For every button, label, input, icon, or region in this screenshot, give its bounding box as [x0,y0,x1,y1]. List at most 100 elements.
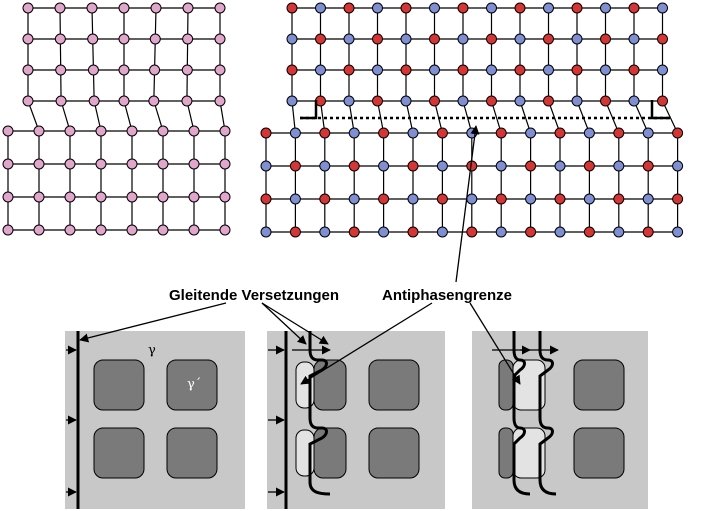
atom [672,193,684,205]
gamma-prime-label: γ´ [187,377,201,392]
atom [571,95,583,107]
atom [672,226,684,238]
atom [188,191,200,203]
atom [95,191,107,203]
atom [22,95,34,107]
atom [378,160,390,172]
atom [407,193,419,205]
atom [188,224,200,236]
atom [486,2,497,14]
atom [157,158,169,170]
atom [429,33,440,45]
atom [372,95,383,107]
atom [486,64,497,76]
atom [525,226,537,238]
atom [583,160,595,172]
atom [149,33,161,45]
label-pointers [79,125,521,385]
panel-3 [472,331,648,509]
atom [319,160,331,172]
atom [289,193,301,205]
atom [33,158,45,170]
atom [343,64,355,76]
atom [219,158,231,170]
atom [571,2,583,14]
atom [436,193,448,205]
apb-marker [300,100,670,120]
atom [554,160,566,172]
atom [657,95,668,107]
atom [600,64,611,76]
atom [188,125,200,137]
atom [22,64,34,76]
atom [343,95,355,107]
atom [642,193,654,205]
atom [429,2,440,14]
atom [571,33,583,45]
atom [181,64,193,76]
atom [157,125,169,137]
atom [571,64,583,76]
label-dislocations: Gleitende Versetzungen [169,287,339,304]
atom [348,226,360,238]
atom [372,64,383,76]
atom [348,193,360,205]
precipitate [313,359,347,411]
atom [436,160,448,172]
atom [2,191,14,203]
atom [642,160,654,172]
atom [182,33,194,45]
precipitate [498,427,514,479]
atom [495,193,507,205]
atom [613,193,625,205]
atom [182,2,194,14]
atom [219,191,231,203]
precipitate [313,427,347,479]
atom [260,160,272,172]
atom [583,226,595,238]
atom [628,2,640,14]
atom [400,95,412,107]
atom [126,158,138,170]
atom [54,33,66,45]
atom [54,2,66,14]
atom [95,158,107,170]
atom [525,193,537,205]
atom [672,160,684,172]
atom [118,2,130,14]
bond [490,100,502,134]
atom [188,158,200,170]
atom [214,64,226,76]
atom [457,2,469,14]
atom [486,33,497,45]
atom [315,33,326,45]
atom [22,33,34,45]
atom [343,33,355,45]
atom [64,191,76,203]
atom [543,33,554,45]
atom [348,127,360,139]
atom [672,127,684,139]
atom [118,95,130,107]
atom [642,127,654,139]
bond [661,100,679,134]
atom [600,95,611,107]
atom [214,2,226,14]
atom [642,226,654,238]
atom [600,2,611,14]
precipitate [93,427,145,479]
atom [148,95,160,107]
precipitate [498,359,514,411]
atom [429,95,440,107]
atom [495,160,507,172]
atom [600,33,611,45]
atom [429,64,440,76]
atom [33,224,45,236]
atom [286,2,298,14]
atom [514,95,526,107]
atom [315,64,326,76]
atom [407,226,419,238]
atom [514,2,526,14]
lattice-ordered [260,2,684,238]
atom [126,224,138,236]
